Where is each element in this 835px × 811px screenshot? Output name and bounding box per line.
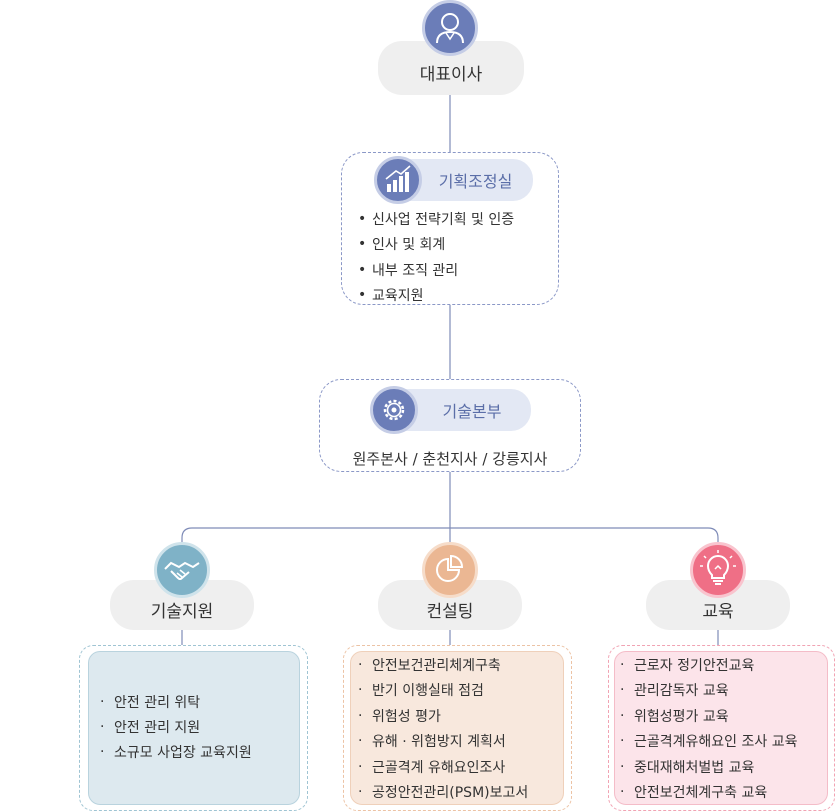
list-item: •내부 조직 관리 — [358, 261, 459, 279]
tech-hq-label: 기술본부 — [442, 402, 502, 421]
list-item: ·위험성평가 교육 — [620, 707, 729, 725]
list-item: ·소규모 사업장 교육지원 — [100, 743, 252, 761]
education-list: ·근로자 정기안전교육 ·관리감독자 교육 ·위험성평가 교육 ·근골격계유해요… — [620, 652, 797, 805]
list-item: ·공정안전관리(PSM)보고서 — [358, 784, 529, 802]
list-item: ·근로자 정기안전교육 — [620, 656, 755, 674]
gear-icon — [370, 386, 418, 434]
list-item: ·관리감독자 교육 — [620, 682, 729, 700]
person-icon — [422, 0, 478, 56]
list-item: ·안전 관리 지원 — [100, 718, 201, 736]
lightbulb-icon — [690, 542, 746, 598]
dept-education-pill: 교육 — [646, 580, 790, 630]
pie-chart-icon — [422, 542, 478, 598]
handshake-icon — [154, 542, 210, 598]
tech-support-inner-box — [88, 651, 300, 805]
tech-hq-branches: 원주본사 / 춘천지사 / 강릉지사 — [352, 450, 548, 468]
list-item: ·위험성 평가 — [358, 707, 441, 725]
list-item: ·근골격계 유해요인조사 — [358, 758, 506, 776]
growth-chart-icon — [374, 156, 422, 204]
planning-label: 기획조정실 — [438, 172, 513, 191]
consulting-inner-box — [350, 651, 564, 805]
list-item: •신사업 전략기획 및 인증 — [358, 210, 515, 228]
planning-list: •신사업 전략기획 및 인증 •인사 및 회계 •내부 조직 관리 •교육지원 — [358, 206, 514, 308]
list-item: ·근골격계유해요인 조사 교육 — [620, 733, 798, 751]
list-item: ·중대재해처벌법 교육 — [620, 758, 755, 776]
consulting-list: ·안전보건관리체계구축 ·반기 이행실태 점검 ·위험성 평가 ·유해 · 위험… — [358, 652, 528, 805]
list-item: ·안전보건체계구축 교육 — [620, 784, 768, 802]
tech-support-list: ·안전 관리 위탁 ·안전 관리 지원 ·소규모 사업장 교육지원 — [100, 689, 252, 764]
education-inner-box — [614, 651, 828, 805]
list-item: ·유해 · 위험방지 계획서 — [358, 733, 506, 751]
list-item: •교육지원 — [358, 287, 424, 305]
list-item: ·안전 관리 위탁 — [100, 693, 201, 711]
ceo-label: 대표이사 — [419, 64, 483, 85]
list-item: •인사 및 회계 — [358, 236, 446, 254]
list-item: ·반기 이행실태 점검 — [358, 682, 484, 700]
list-item: ·안전보건관리체계구축 — [358, 656, 501, 674]
